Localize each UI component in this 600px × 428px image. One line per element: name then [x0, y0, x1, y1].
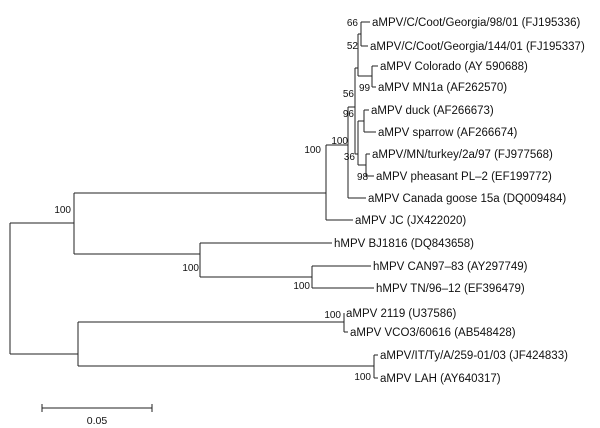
leaf-label-duck: aMPV duck (AF266673) — [371, 105, 494, 117]
bootstrap-value: 100 — [324, 310, 341, 321]
leaf-label-itty: aMPV/IT/Ty/A/259-01/03 (JF424833) — [380, 350, 568, 362]
bootstrap-value: 100 — [354, 372, 371, 383]
leaf-label-colorado: aMPV Colorado (AY 590688) — [380, 61, 528, 73]
bootstrap-value: 36 — [344, 152, 356, 163]
bootstrap-value: 66 — [347, 18, 359, 29]
bootstrap-value: 98 — [357, 172, 369, 183]
scale-bar-label: 0.05 — [87, 415, 108, 427]
leaf-label-coot144: aMPV/C/Coot/Georgia/144/01 (FJ195337) — [370, 41, 585, 53]
leaf-label-vco3: aMPV VCO3/60616 (AB548428) — [350, 327, 516, 339]
leaf-label-coot98: aMPV/C/Coot/Georgia/98/01 (FJ195336) — [372, 17, 581, 29]
bootstrap-value: 100 — [293, 281, 310, 292]
bootstrap-value: 100 — [182, 263, 199, 274]
scale-bar: 0.05 — [41, 404, 153, 427]
bootstrap-value: 56 — [343, 89, 355, 100]
leaf-label-tn96: hMPV TN/96–12 (EF396479) — [376, 283, 525, 295]
leaf-label-mn1a: aMPV MN1a (AF262570) — [378, 82, 507, 94]
leaf-label-sparrow: aMPV sparrow (AF266674) — [378, 127, 518, 139]
leaf-label-canada: aMPV Canada goose 15a (DQ009484) — [368, 193, 566, 205]
tree-branches — [9, 21, 378, 379]
leaf-label-a2119: aMPV 2119 (U37586) — [346, 308, 457, 320]
leaf-label-can97: hMPV CAN97–83 (AY297749) — [373, 261, 528, 273]
bootstrap-value: 100 — [331, 136, 348, 147]
bootstrap-value: 100 — [54, 205, 71, 216]
leaf-label-jc: aMPV JC (JX422020) — [355, 215, 466, 227]
leaf-label-pheasant: aMPV pheasant PL–2 (EF199772) — [376, 171, 552, 183]
bootstrap-value: 52 — [347, 41, 359, 52]
leaf-label-lah: aMPV LAH (AY640317) — [380, 373, 501, 385]
leaf-label-mnturkey: aMPV/MN/turkey/2a/97 (FJ977568) — [372, 149, 553, 161]
bootstrap-value: 100 — [304, 145, 321, 156]
leaf-labels: aMPV/C/Coot/Georgia/98/01 (FJ195336) aMPV… — [334, 17, 585, 385]
leaf-label-bj1816: hMPV BJ1816 (DQ843658) — [334, 238, 474, 250]
bootstrap-value: 99 — [359, 83, 371, 94]
bootstrap-value: 96 — [343, 109, 355, 120]
